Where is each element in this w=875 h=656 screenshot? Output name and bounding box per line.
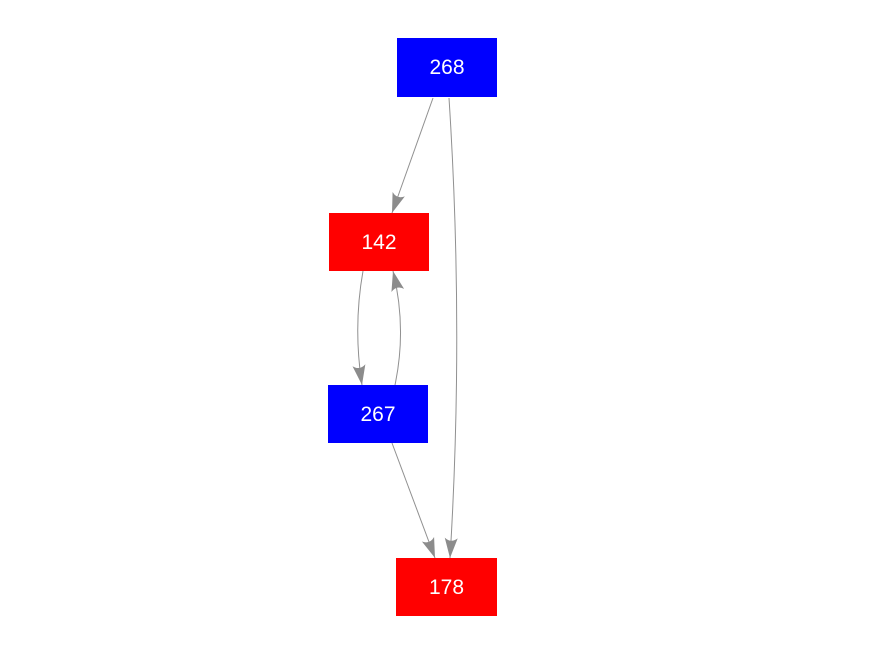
graph-node-142: 142 bbox=[329, 213, 429, 271]
edge-267-to-142 bbox=[391, 270, 405, 386]
node-label: 267 bbox=[360, 402, 396, 426]
graph-node-267: 267 bbox=[328, 385, 428, 443]
node-label: 178 bbox=[428, 575, 465, 599]
graph-node-268: 268 bbox=[397, 38, 497, 97]
edge-142-to-267 bbox=[352, 270, 366, 386]
edge-267-to-178 bbox=[391, 442, 436, 559]
graph-node-178: 178 bbox=[396, 558, 497, 616]
edge-268-to-178 bbox=[444, 97, 458, 559]
edge-268-to-142 bbox=[391, 97, 434, 214]
node-label: 142 bbox=[361, 230, 397, 254]
node-label: 268 bbox=[429, 56, 465, 79]
